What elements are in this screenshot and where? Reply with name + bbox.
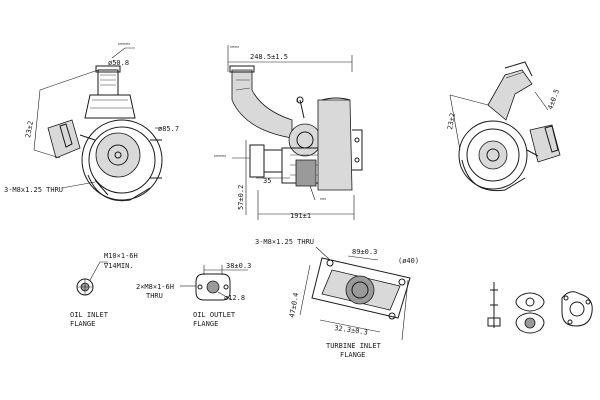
note-tiny-top: ▭▭▭▭: [118, 41, 130, 47]
turbine-label-1: TURBINE INLET: [326, 342, 382, 350]
note-bottom-center: ▭▭: [320, 196, 326, 202]
turbine-dim-47: 47±0.4: [288, 292, 300, 318]
dim-57: 57±0.2: [237, 185, 245, 210]
thread-note-left: 3-M8x1.25 THRU: [4, 186, 63, 194]
dim-4-right: 4±0.5: [546, 88, 561, 111]
dim-35: 35: [263, 177, 271, 185]
turbine-thread-note: 3-M8×1.25 THRU: [255, 238, 314, 246]
turbine-dim-89: 89±0.3: [352, 248, 377, 256]
dim-23-vertical: 23±2: [24, 120, 35, 138]
accessory-parts: [487, 282, 593, 334]
turbine-label-2: FLANGE: [340, 351, 365, 359]
note-lever: ⊥: [296, 98, 299, 104]
oil-outlet-flange: 38±0.3 2×M8×1-6H THRU ø12.8 OIL OUTLET F…: [136, 262, 251, 328]
left-side-view: 23±2 ▭▭▭▭ ø50.8 ø85.7 3-M8x1.25 THRU: [4, 41, 179, 202]
dim-dia-50-8: ø50.8: [108, 59, 129, 67]
note-left-center: ▭▭▭▭: [214, 153, 226, 159]
oil-outlet-thread: 2×M8×1-6H: [136, 283, 174, 291]
turbine-inlet-flange: 3-M8×1.25 THRU 89±0.3 (ø40) 47±0.4 32.3±…: [255, 238, 419, 359]
oil-inlet-label-1: OIL INLET: [70, 311, 109, 319]
dim-248-5: 248.5±1.5: [250, 53, 288, 61]
dim-dia-85-7: ø85.7: [158, 125, 179, 133]
note-top-center: ▭▭▭: [230, 44, 239, 50]
oil-outlet-thru: THRU: [146, 292, 163, 300]
oil-inlet-label-2: FLANGE: [70, 320, 95, 328]
turbine-dim-32: 32.3±0.3: [334, 324, 369, 337]
oil-inlet-thread: M10×1-6H: [104, 252, 138, 260]
center-front-view: 248.5±1.5 ▭▭▭ ⊥ ▭▭▭▭ 35 57±0.2: [214, 44, 363, 220]
turbine-dim-dia-40: (ø40): [398, 257, 419, 265]
oil-outlet-dim-38: 38±0.3: [226, 262, 251, 270]
dim-23-right: 23±2: [446, 112, 457, 130]
oil-outlet-label-1: OIL OUTLET: [193, 311, 236, 319]
oil-outlet-label-2: FLANGE: [193, 320, 218, 328]
right-side-view: 23±2 4±0.5: [446, 61, 561, 192]
oil-outlet-dia: ø12.8: [224, 294, 245, 302]
oil-inlet-depth: ∇14MIN.: [103, 262, 134, 270]
dim-191: 191±1: [290, 212, 311, 220]
oil-inlet-flange: M10×1-6H ∇14MIN. OIL INLET FLANGE: [70, 252, 138, 328]
